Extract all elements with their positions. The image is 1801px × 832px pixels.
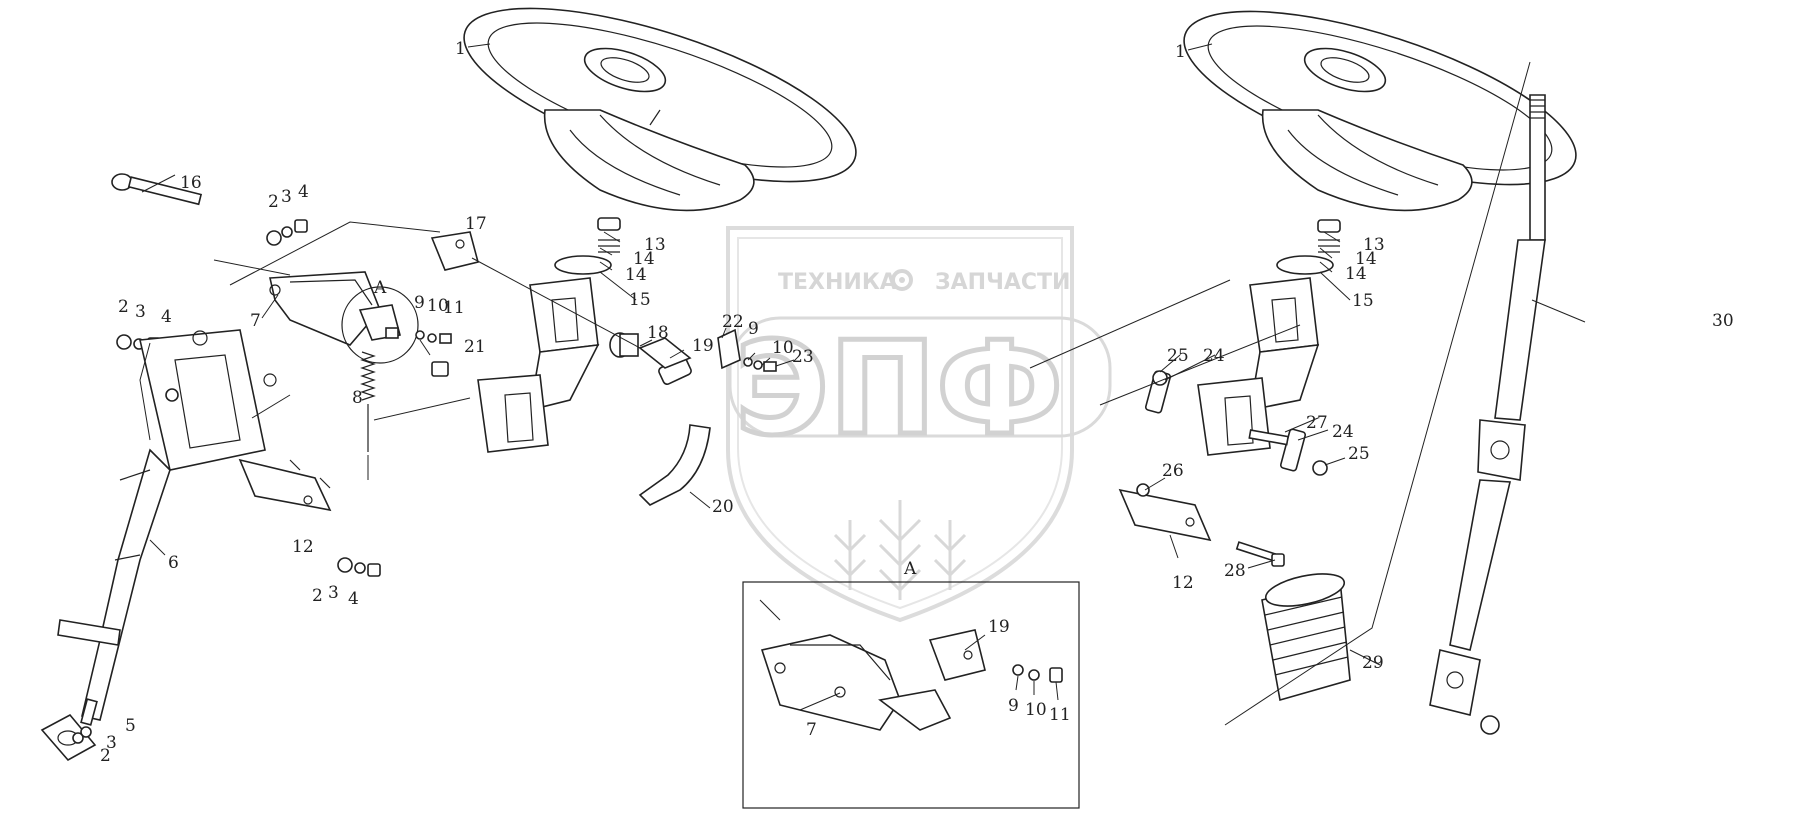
callout-1-left: 1 <box>455 39 466 59</box>
callout-9-detail: 9 <box>1008 696 1019 716</box>
main-column-6 <box>40 329 277 762</box>
callout-11-detail: 11 <box>1049 705 1071 725</box>
callout-24-right-bottom: 24 <box>1332 422 1354 442</box>
clip-17 <box>430 231 479 271</box>
callout-4-bottom: 4 <box>348 589 359 609</box>
callout-16: 16 <box>180 173 202 193</box>
callout-13-right: 13 <box>1363 235 1385 255</box>
watermark-wheat <box>833 500 967 600</box>
callout-4-mid: 4 <box>161 307 172 327</box>
callout-14-left-b: 14 <box>625 265 647 285</box>
watermark-shield-inner <box>737 237 1063 610</box>
bracket-12-left <box>238 458 332 512</box>
callout-1-right: 1 <box>1175 42 1186 62</box>
callout-11-left: 11 <box>443 298 465 318</box>
callout-22: 22 <box>722 312 744 332</box>
callout-30: 30 <box>1712 311 1734 331</box>
callout-15-left: 15 <box>629 290 651 310</box>
boot-29 <box>1261 573 1351 702</box>
callout-2-bottom: 2 <box>312 586 323 606</box>
callout-7-left: 7 <box>250 311 261 331</box>
washers-2-3-4-bottom <box>337 557 381 577</box>
washers-2-3-4-top <box>266 219 308 246</box>
callout-25-right-bottom: 25 <box>1348 444 1370 464</box>
callout-12-right: 12 <box>1172 573 1194 593</box>
callout-29: 29 <box>1362 653 1384 673</box>
tilt-lever <box>638 337 711 506</box>
callout-15-right: 15 <box>1352 291 1374 311</box>
callout-24-right-top: 24 <box>1203 346 1225 366</box>
callout-10-left: 10 <box>427 296 449 316</box>
callout-17: 17 <box>465 214 487 234</box>
callout-18: 18 <box>647 323 669 343</box>
upper-column-left <box>477 217 621 453</box>
callout-3-top: 3 <box>281 187 292 207</box>
watermark-logo: ЭПФ <box>735 315 1063 464</box>
watermark-text-right: ЗАПЧАСТИ <box>935 270 1070 295</box>
callout-9-left: 9 <box>414 293 425 313</box>
callout-19-left: 19 <box>692 336 714 356</box>
callout-28: 28 <box>1224 561 1246 581</box>
watermark-text-left: ТЕХНИКА <box>778 270 897 295</box>
callout-5: 5 <box>125 716 136 736</box>
watermark: ТЕХНИКА ЗАПЧАСТИ ЭПФ <box>726 226 1112 623</box>
leader-lines <box>139 43 1586 726</box>
callout-2-top: 2 <box>268 192 279 212</box>
callout-3-mid: 3 <box>135 302 146 322</box>
callout-6: 6 <box>168 553 179 573</box>
plate-22 <box>717 328 777 372</box>
intermediate-shaft-30 <box>1429 94 1546 735</box>
callout-labels: 1 1 16 2 3 4 2 3 4 2 3 4 2 3 5 6 7 8 9 1… <box>100 39 1734 766</box>
steering-wheel-left <box>463 7 857 212</box>
callout-25-right-top: 25 <box>1167 346 1189 366</box>
detail-circle-label: A <box>373 278 387 298</box>
detail-circle-A <box>341 286 419 364</box>
callout-7-detail: 7 <box>806 720 817 740</box>
callout-2-lower: 2 <box>100 746 111 766</box>
callout-13-left: 13 <box>644 235 666 255</box>
callout-9-mid: 9 <box>748 319 759 339</box>
detail-A-box <box>742 581 1080 809</box>
callout-20: 20 <box>712 497 734 517</box>
callout-12-left: 12 <box>292 537 314 557</box>
callout-10-mid: 10 <box>772 338 794 358</box>
callout-10-detail: 10 <box>1025 700 1047 720</box>
callout-27: 27 <box>1306 413 1328 433</box>
fasteners-9-10-11-left <box>415 330 452 344</box>
callout-2-mid: 2 <box>118 297 129 317</box>
callout-21: 21 <box>464 337 486 357</box>
callout-14-right-a: 14 <box>1355 249 1377 269</box>
steering-wheel-right <box>1183 10 1577 212</box>
watermark-plate <box>728 316 1112 438</box>
callout-19-detail: 19 <box>988 617 1010 637</box>
bolt-28 <box>1235 541 1285 567</box>
callout-8: 8 <box>352 388 363 408</box>
bracket-7-left <box>269 271 381 346</box>
bolt-16 <box>111 173 203 206</box>
bracket-12-right <box>1118 483 1212 542</box>
detail-A-label: A <box>903 559 917 579</box>
watermark-shield <box>726 226 1074 623</box>
spring-8 <box>360 351 376 452</box>
callout-23: 23 <box>792 347 814 367</box>
bolt-5-washers-2-3 <box>72 698 98 744</box>
gear-icon <box>891 269 913 291</box>
callout-14-left-a: 14 <box>633 249 655 269</box>
callout-3-lower: 3 <box>106 733 117 753</box>
callout-4-top: 4 <box>298 182 309 202</box>
callout-14-right-b: 14 <box>1345 264 1367 284</box>
nut-21 <box>431 361 449 377</box>
callout-3-bottom: 3 <box>328 583 339 603</box>
callout-26: 26 <box>1162 461 1184 481</box>
